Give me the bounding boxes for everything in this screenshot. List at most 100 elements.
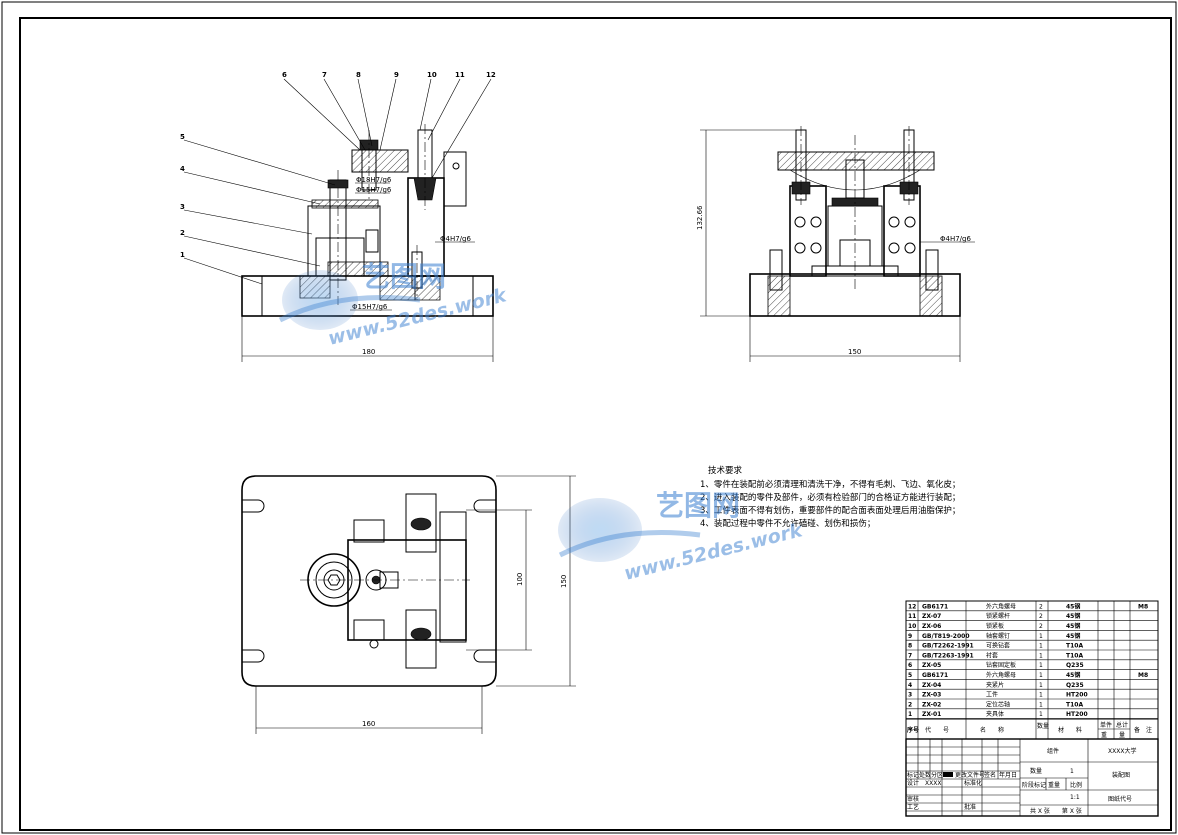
dim-front-width: 180 xyxy=(362,348,375,356)
dim-side-height: 132.66 xyxy=(696,205,704,230)
bom-cell-mat: T10A xyxy=(1066,643,1083,650)
balloon-6: 6 xyxy=(282,71,287,79)
bom-cell-no: 1 xyxy=(908,711,912,718)
bom-cell-code: GB6171 xyxy=(922,672,948,679)
bom-cell-name: 轴套螺钉 xyxy=(986,632,1010,640)
fit-front-a: Φ18H7/g6 xyxy=(356,176,392,184)
tb-sheet: 共 X 张 第 X 张 xyxy=(1030,807,1082,815)
bom-cell-code: ZX-03 xyxy=(922,692,941,699)
bom-cell-note: M8 xyxy=(1138,603,1148,610)
front-view-labels: 6 7 8 9 10 11 12 5 4 3 2 1 Φ18H7/g6 Φ15H… xyxy=(180,71,496,356)
tb-row-label-file: 更改文件号 xyxy=(955,771,985,779)
tb-row-label-date: 年月日 xyxy=(999,771,1017,779)
tb-standard-label: 标准化 xyxy=(964,779,982,787)
title-block: 标记 处数 分区 更改文件号 签名 年月日 设计 XXXX 标准化 审核 工艺 … xyxy=(905,738,1159,817)
bom-cell-name: 夹紧片 xyxy=(986,681,1004,689)
bom-cell-mat: 45钢 xyxy=(1066,612,1080,620)
dim-side-width: 150 xyxy=(848,348,861,356)
bom-cell-no: 4 xyxy=(908,682,912,689)
bom-cell-qty: 1 xyxy=(1039,692,1043,699)
bom-cell-mat: 45钢 xyxy=(1066,602,1080,610)
bom-cell-name: 外六角螺母 xyxy=(986,602,1016,610)
bom-cell-mat: HT200 xyxy=(1066,711,1088,718)
title-block-stamp xyxy=(943,772,953,777)
tb-review-label: 审核 xyxy=(907,795,919,803)
bom-cell-mat: 45钢 xyxy=(1066,671,1080,679)
bom-cell-name: 定位芯轴 xyxy=(986,700,1010,708)
dim-top-width: 160 xyxy=(362,720,375,728)
bom-cell-mat: Q235 xyxy=(1066,662,1084,669)
top-view-labels: 160 150 100 xyxy=(362,573,568,728)
bom-cell-no: 7 xyxy=(908,652,912,659)
bom-cell-no: 3 xyxy=(908,692,912,699)
bom-cell-code: GB/T2263-1991 xyxy=(922,652,974,659)
balloon-7: 7 xyxy=(322,71,327,79)
bom-cell-name: 外六角螺母 xyxy=(986,671,1016,679)
bom-header-name: 名 称 xyxy=(980,726,1004,734)
bom-header-weight: 重 量 xyxy=(1101,731,1125,739)
fit-front-b: Φ15H7/g6 xyxy=(356,186,392,194)
bom-header-total: 总计 xyxy=(1116,721,1128,729)
bom-cell-no: 11 xyxy=(908,613,916,620)
bom-cell-no: 9 xyxy=(908,633,912,640)
bom-cell-code: ZX-04 xyxy=(922,682,941,689)
bom-header-mat: 材 料 xyxy=(1058,726,1082,734)
tb-qty-value: 1 xyxy=(1070,768,1074,775)
tech-req-item: 1、零件在装配前必须清理和清洗干净，不得有毛刺、飞边、氧化皮； xyxy=(700,479,960,490)
bom-header-note: 备 注 xyxy=(1134,726,1152,734)
bom-cell-code: GB/T2262-1991 xyxy=(922,643,974,650)
balloon-1: 1 xyxy=(180,251,185,259)
bom-cell-name: 工件 xyxy=(986,691,998,699)
bom-cell-code: ZX-06 xyxy=(922,623,941,630)
tb-design-label: 设计 xyxy=(907,779,919,787)
bom-cell-mat: 45钢 xyxy=(1066,632,1080,640)
fit-front-c: Φ4H7/g6 xyxy=(440,235,471,243)
bom-cell-code: ZX-02 xyxy=(922,701,941,708)
bom-cell-qty: 2 xyxy=(1039,603,1043,610)
balloon-2: 2 xyxy=(180,229,185,237)
inner-border xyxy=(19,17,1172,831)
bom-header-qty: 数量 xyxy=(1037,722,1049,730)
tb-drawing-no: 图纸代号 xyxy=(1108,795,1132,803)
top-view xyxy=(241,475,576,734)
bom-cell-qty: 1 xyxy=(1039,711,1043,718)
bom-cell-no: 2 xyxy=(908,701,912,708)
bom-header-code: 代 号 xyxy=(925,726,949,734)
bom-cell-code: GB6171 xyxy=(922,603,948,610)
globe-icon xyxy=(282,270,358,330)
balloon-10: 10 xyxy=(427,71,437,79)
bom-cell-mat: T10A xyxy=(1066,652,1083,659)
globe-icon xyxy=(558,498,642,562)
tb-drawing-type: 装配图 xyxy=(1112,771,1130,779)
balloon-8: 8 xyxy=(356,71,361,79)
tech-req-title: 技术要求 xyxy=(708,465,743,476)
bom-cell-name: 衬套 xyxy=(986,651,998,659)
dim-top-height-outer: 150 xyxy=(560,575,568,588)
bom-cell-no: 10 xyxy=(908,623,916,630)
bom-cell-mat: HT200 xyxy=(1066,692,1088,699)
tech-req-item: 2、进入装配的零件及部件，必须有检验部门的合格证方能进行装配； xyxy=(700,492,960,503)
bom-cell-name: 钻套固定板 xyxy=(986,661,1016,669)
bom-cell-no: 5 xyxy=(908,672,912,679)
tb-design-name: XXXX xyxy=(925,780,941,787)
side-view-labels: 150 132.66 Φ4H7/g6 xyxy=(696,205,971,356)
tb-process-label: 工艺 xyxy=(907,803,919,811)
bom-cell-name: 锁紧螺杆 xyxy=(986,612,1010,620)
bom-header-no: 序号 xyxy=(906,726,919,734)
bom-cell-qty: 1 xyxy=(1039,662,1043,669)
bom-cell-name: 夹具体 xyxy=(986,710,1004,718)
bom-cell-qty: 1 xyxy=(1039,633,1043,640)
fit-front-d: Φ15H7/g6 xyxy=(352,303,388,311)
tb-assembly: 组件 xyxy=(1047,747,1059,755)
bom-cell-name: 可换钻套 xyxy=(986,642,1010,650)
tb-row-label-count: 处数 xyxy=(919,771,931,779)
tb-stage-label: 阶段标记 xyxy=(1022,781,1046,789)
tb-school: XXXX大学 xyxy=(1108,747,1136,755)
tech-req-item: 4、装配过程中零件不允许磕碰、划伤和损伤； xyxy=(700,518,875,529)
bom-cell-qty: 1 xyxy=(1039,672,1043,679)
tb-weight-label: 重量 xyxy=(1048,781,1060,789)
bom-cell-qty: 1 xyxy=(1039,652,1043,659)
tb-scale-value: 1:1 xyxy=(1070,794,1080,801)
